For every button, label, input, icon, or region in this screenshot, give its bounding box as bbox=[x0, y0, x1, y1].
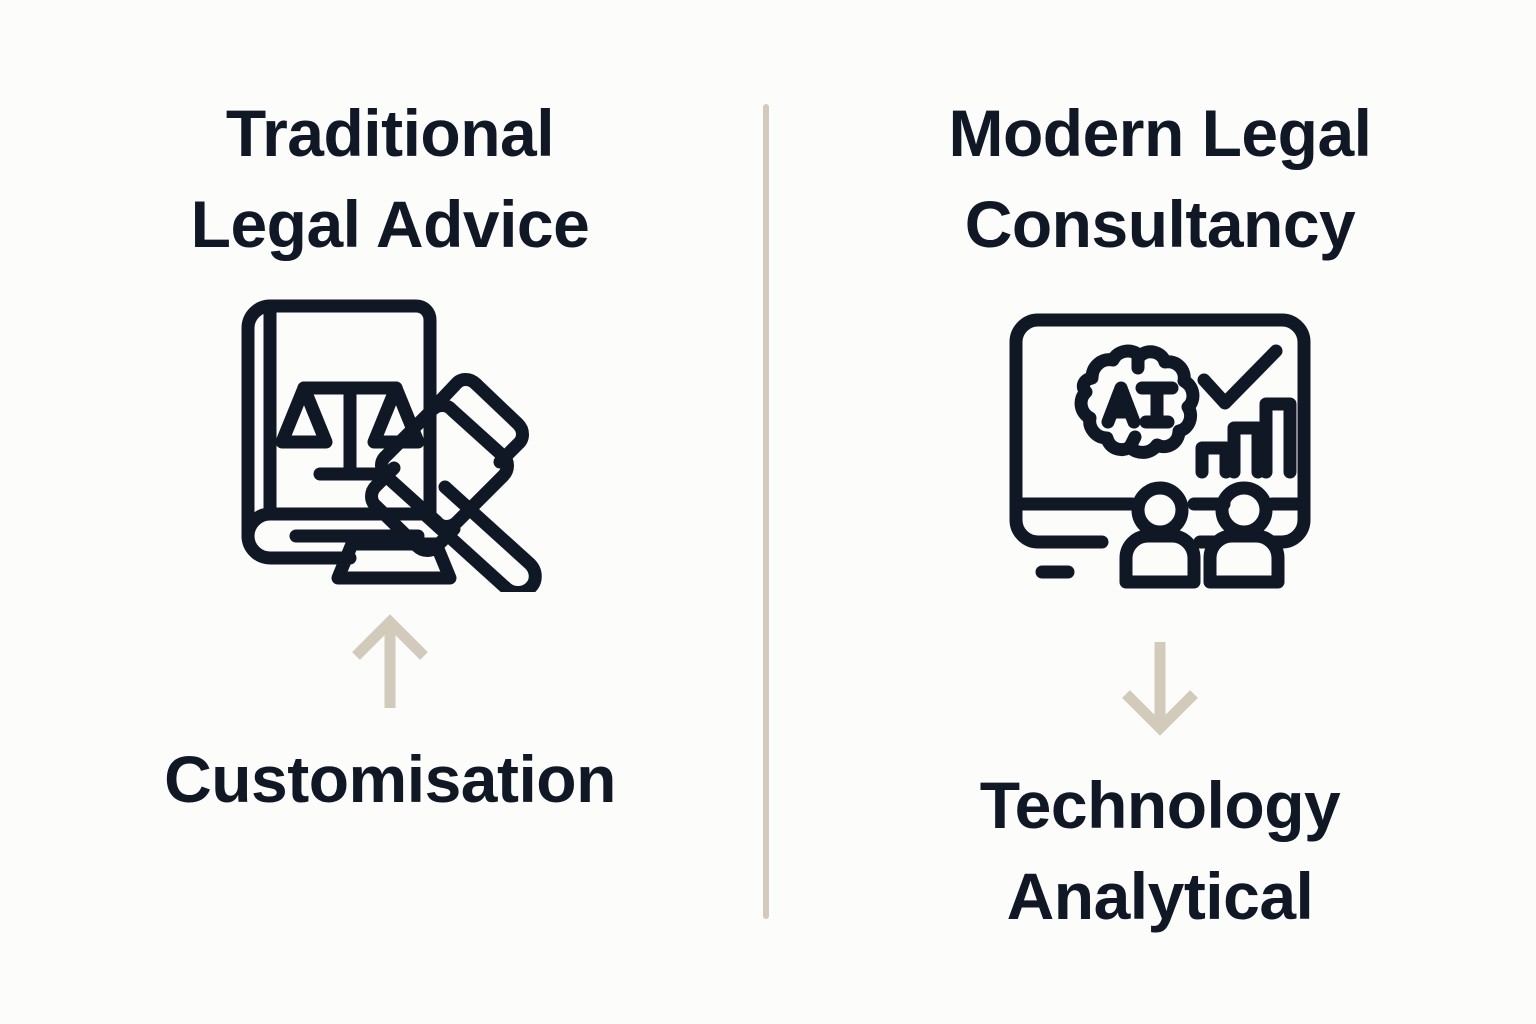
heading-traditional-line-2: Legal Advice bbox=[190, 187, 590, 262]
heading-traditional-line-1: Traditional bbox=[225, 96, 555, 170]
label-traditional-line-1: Customisation bbox=[164, 742, 616, 817]
heading-modern: Modern Legal Consultancy bbox=[880, 88, 1440, 270]
icon-law-book-gavel-wrapper bbox=[200, 292, 580, 593]
icon-ai-analytics-monitor-wrapper bbox=[980, 304, 1340, 594]
label-modern-line-2: Analytical bbox=[1006, 859, 1314, 934]
arrow-up-icon bbox=[352, 614, 428, 709]
heading-modern-line-2: Consultancy bbox=[964, 187, 1356, 262]
heading-modern-line-1: Modern Legal bbox=[948, 96, 1372, 170]
arrow-down-icon bbox=[1122, 642, 1198, 736]
label-modern: Technology Analytical bbox=[850, 760, 1470, 942]
ai-analytics-monitor-icon bbox=[1009, 313, 1311, 589]
heading-traditional: Traditional Legal Advice bbox=[110, 88, 670, 270]
column-modern: Modern Legal Consultancy bbox=[790, 0, 1530, 1024]
arrow-up-wrapper bbox=[346, 612, 434, 712]
vertical-divider bbox=[763, 104, 769, 919]
label-modern-line-1: Technology bbox=[979, 768, 1341, 843]
law-book-gavel-icon bbox=[241, 299, 542, 593]
column-traditional: Traditional Legal Advice bbox=[20, 0, 760, 1024]
label-traditional: Customisation bbox=[80, 734, 700, 825]
arrow-down-wrapper bbox=[1116, 638, 1204, 738]
